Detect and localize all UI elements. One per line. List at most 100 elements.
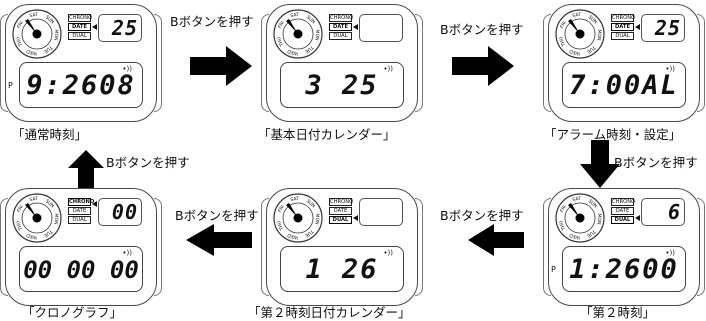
mode-dual: DUAL <box>611 32 634 40</box>
day-label: WED <box>25 48 38 57</box>
upper-display: 25 <box>641 14 685 42</box>
day-label: MON <box>53 29 60 40</box>
mode-indicator: CHRONO DATE DUAL <box>68 198 95 225</box>
day-label: SUN <box>44 198 55 209</box>
caption-normal-time: 「通常時刻」 <box>12 127 88 142</box>
mode-arrow-icon <box>92 201 97 207</box>
day-label: SAT <box>572 196 582 203</box>
day-label: THU <box>15 220 25 232</box>
day-label: TUE <box>43 44 55 55</box>
day-label: FRI <box>277 20 286 29</box>
day-label: FRI <box>277 204 286 213</box>
day-label: WED <box>568 232 581 241</box>
button-label: Bボタンを押す <box>440 208 524 223</box>
upper-display <box>359 198 403 226</box>
day-label: THU <box>558 36 568 48</box>
main-display-value: 7:00AL <box>569 70 679 101</box>
mode-chrono: CHRONO <box>329 198 354 206</box>
mode-chrono: CHRONO <box>611 198 636 206</box>
day-label: WED <box>286 232 299 241</box>
caption-chronograph: 「クロノグラフ」 <box>22 305 123 320</box>
day-label: FRI <box>559 20 568 29</box>
caption-base-calendar: 「基本日付カレンダー」 <box>258 127 396 142</box>
mode-dual: DUAL <box>329 32 352 40</box>
day-label: WED <box>568 48 581 57</box>
mode-arrow-icon <box>353 215 358 221</box>
day-label: FRI <box>16 20 25 29</box>
mode-date: DATE <box>611 23 634 31</box>
mode-date: DATE <box>68 207 91 215</box>
pm-indicator: P <box>551 265 556 274</box>
dial-hand-icon <box>25 19 37 34</box>
mode-dual: DUAL <box>329 216 352 224</box>
mode-indicator: CHRONO DATE DUAL <box>611 14 635 41</box>
day-label: FRI <box>559 204 568 213</box>
button-label: Bボタンを押す <box>614 155 698 170</box>
arrow-up-icon <box>68 150 104 188</box>
day-label: THU <box>276 220 286 232</box>
arrow-left-icon <box>186 224 252 256</box>
signal-icon: •)) <box>122 65 132 73</box>
day-label: SAT <box>29 196 39 203</box>
main-display: •)) 1 26 <box>280 246 404 292</box>
day-label: TUE <box>304 44 316 55</box>
arrow-right-icon <box>452 46 514 86</box>
dial-hand-icon <box>286 203 298 218</box>
mode-date: DATE <box>329 23 352 31</box>
mode-date: DATE <box>329 207 352 215</box>
day-label: TUE <box>586 44 598 55</box>
upper-display <box>359 14 403 42</box>
main-display-value: 00 00 00 <box>23 256 139 284</box>
mode-dual: DUAL <box>68 216 91 224</box>
day-label: SAT <box>29 12 39 19</box>
day-label: SAT <box>290 12 300 19</box>
mode-indicator: CHRONO DATE DUAL <box>329 14 353 41</box>
main-display: P •)) 9:2608 <box>8 62 143 108</box>
day-label: TUE <box>43 228 55 239</box>
day-label: MON <box>596 213 603 224</box>
dial-hand-icon <box>25 203 37 218</box>
mode-dual: DUAL <box>68 32 91 40</box>
day-label: SUN <box>305 198 316 209</box>
main-display-value: 3 25 <box>305 70 379 101</box>
mode-indicator: CHRONO DATE DUAL <box>611 198 636 225</box>
main-display: P •)) 1:2600 <box>551 246 686 292</box>
caption-dual-time: 「第２時刻」 <box>580 305 656 320</box>
main-display: •)) 3 25 <box>280 62 404 108</box>
mode-chrono: CHRONO <box>68 198 95 206</box>
day-label: SUN <box>44 14 55 25</box>
dial-hand-icon <box>568 19 580 34</box>
signal-icon: •)) <box>665 249 675 257</box>
mode-dual: DUAL <box>611 216 634 224</box>
day-label: SAT <box>572 12 582 19</box>
day-label: THU <box>276 36 286 48</box>
day-label: FRI <box>16 204 25 213</box>
signal-icon: •)) <box>383 249 393 257</box>
arrow-down-icon <box>580 140 620 188</box>
signal-icon: •)) <box>122 249 132 257</box>
mode-date: DATE <box>611 207 634 215</box>
caption-dual-calendar: 「第２時刻日付カレンダー」 <box>248 305 411 320</box>
button-label: Bボタンを押す <box>170 14 254 29</box>
upper-display: 6 <box>641 198 685 226</box>
day-label: THU <box>558 220 568 232</box>
pm-indicator: P <box>8 81 13 90</box>
mode-arrow-icon <box>635 24 640 30</box>
day-label: MON <box>314 213 321 224</box>
day-label: WED <box>286 48 299 57</box>
signal-icon: •)) <box>665 65 675 73</box>
